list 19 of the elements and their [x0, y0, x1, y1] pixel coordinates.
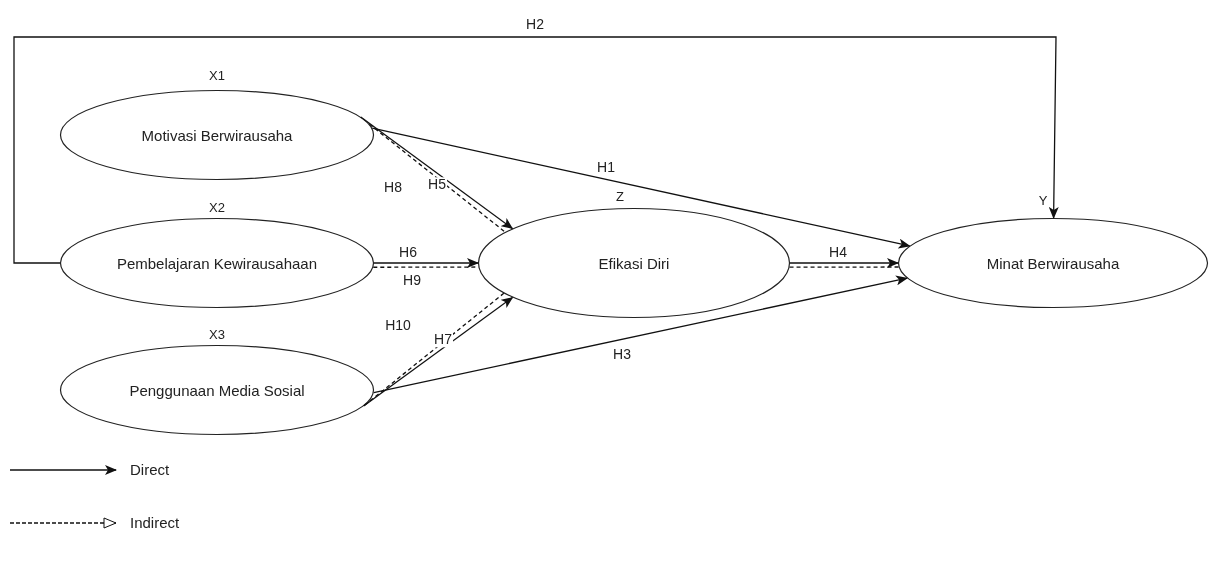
arrow — [371, 127, 911, 249]
arrow — [360, 116, 514, 230]
legend-label: Direct — [130, 461, 170, 478]
variable-code: X3 — [209, 327, 225, 342]
construct-label: Pembelajaran Kewirausahaan — [115, 254, 319, 272]
variable-code: Z — [616, 189, 624, 204]
variable-code: Y — [1038, 193, 1048, 208]
construct-label: Efikasi Diri — [597, 254, 671, 272]
construct-label: Minat Berwirausaha — [985, 254, 1121, 272]
variable-code: X2 — [209, 200, 225, 215]
construct-label: Motivasi Berwirausaha — [140, 126, 294, 144]
arrow — [789, 258, 899, 268]
arrow — [373, 275, 908, 394]
legend-label: Indirect — [130, 514, 180, 531]
edge-label: H7 — [433, 332, 453, 348]
arrow — [373, 258, 479, 268]
arrow — [13, 36, 1059, 264]
variable-code: X1 — [209, 68, 225, 83]
construct-label: Penggunaan Media Sosial — [128, 381, 306, 399]
